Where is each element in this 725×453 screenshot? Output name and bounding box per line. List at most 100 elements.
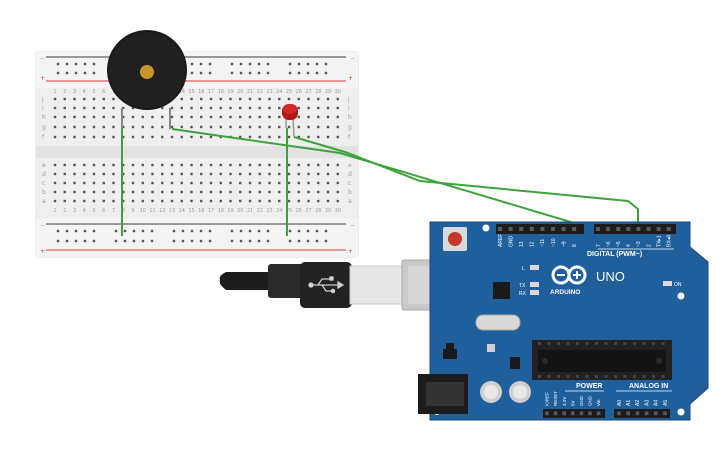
terminal-hole[interactable]: [83, 199, 86, 203]
terminal-hole[interactable]: [53, 125, 57, 129]
terminal-hole[interactable]: [268, 97, 271, 101]
rail-hole[interactable]: [208, 229, 212, 233]
rail-hole[interactable]: [181, 239, 185, 243]
terminal-hole[interactable]: [287, 163, 291, 167]
terminal-hole[interactable]: [92, 125, 96, 129]
terminal-hole[interactable]: [63, 163, 66, 167]
terminal-hole[interactable]: [336, 97, 339, 101]
terminal-hole[interactable]: [180, 97, 183, 101]
terminal-hole[interactable]: [268, 106, 271, 110]
terminal-hole[interactable]: [141, 163, 144, 167]
rail-hole[interactable]: [248, 229, 252, 233]
terminal-hole[interactable]: [83, 97, 86, 101]
terminal-hole[interactable]: [122, 181, 125, 185]
power-pin-socket[interactable]: [579, 411, 584, 416]
terminal-hole[interactable]: [239, 172, 242, 176]
terminal-hole[interactable]: [131, 172, 135, 176]
power-pin-socket[interactable]: [588, 411, 592, 416]
terminal-hole[interactable]: [63, 181, 66, 185]
terminal-hole[interactable]: [258, 163, 261, 167]
terminal-hole[interactable]: [112, 97, 115, 101]
terminal-hole[interactable]: [278, 172, 281, 176]
terminal-hole[interactable]: [112, 125, 115, 129]
terminal-hole[interactable]: [180, 181, 183, 185]
rail-hole[interactable]: [208, 239, 212, 243]
terminal-hole[interactable]: [219, 190, 222, 194]
rail-hole[interactable]: [83, 71, 87, 75]
terminal-hole[interactable]: [131, 181, 135, 185]
rail-hole[interactable]: [315, 71, 319, 75]
terminal-hole[interactable]: [170, 181, 174, 185]
terminal-hole[interactable]: [287, 190, 291, 194]
terminal-hole[interactable]: [102, 181, 105, 185]
rail-hole[interactable]: [190, 229, 194, 233]
terminal-hole[interactable]: [63, 190, 66, 194]
terminal-hole[interactable]: [170, 115, 174, 119]
terminal-hole[interactable]: [307, 163, 310, 167]
terminal-hole[interactable]: [180, 115, 183, 119]
terminal-hole[interactable]: [161, 190, 164, 194]
digital-header-right[interactable]: [594, 224, 676, 234]
terminal-hole[interactable]: [229, 163, 232, 167]
terminal-hole[interactable]: [317, 181, 320, 185]
terminal-hole[interactable]: [63, 199, 66, 203]
terminal-hole[interactable]: [151, 181, 154, 185]
terminal-hole[interactable]: [200, 190, 203, 194]
terminal-hole[interactable]: [297, 172, 300, 176]
rail-hole[interactable]: [65, 62, 69, 66]
terminal-hole[interactable]: [278, 125, 281, 129]
terminal-hole[interactable]: [219, 115, 222, 119]
rail-hole[interactable]: [239, 229, 243, 233]
terminal-hole[interactable]: [326, 190, 330, 194]
rail-hole[interactable]: [288, 229, 292, 233]
terminal-hole[interactable]: [209, 97, 213, 101]
terminal-hole[interactable]: [268, 125, 271, 129]
rail-hole[interactable]: [199, 229, 203, 233]
terminal-hole[interactable]: [307, 181, 310, 185]
rail-hole[interactable]: [172, 239, 176, 243]
terminal-hole[interactable]: [317, 125, 320, 129]
rail-hole[interactable]: [257, 229, 261, 233]
rail-hole[interactable]: [315, 239, 319, 243]
terminal-hole[interactable]: [239, 199, 242, 203]
terminal-hole[interactable]: [53, 115, 57, 119]
terminal-hole[interactable]: [336, 115, 339, 119]
terminal-hole[interactable]: [122, 115, 125, 119]
terminal-hole[interactable]: [258, 199, 261, 203]
digital-pin-socket[interactable]: [572, 227, 577, 231]
terminal-hole[interactable]: [297, 106, 300, 110]
terminal-hole[interactable]: [180, 106, 183, 110]
terminal-hole[interactable]: [92, 97, 96, 101]
rail-hole[interactable]: [239, 62, 243, 66]
terminal-hole[interactable]: [131, 199, 135, 203]
terminal-hole[interactable]: [209, 115, 213, 119]
terminal-hole[interactable]: [239, 97, 242, 101]
terminal-hole[interactable]: [102, 106, 105, 110]
rail-hole[interactable]: [208, 71, 212, 75]
terminal-hole[interactable]: [161, 172, 164, 176]
terminal-hole[interactable]: [258, 190, 261, 194]
rail-hole[interactable]: [74, 62, 78, 66]
terminal-hole[interactable]: [248, 106, 252, 110]
terminal-hole[interactable]: [122, 125, 125, 129]
terminal-hole[interactable]: [317, 190, 320, 194]
terminal-hole[interactable]: [239, 181, 242, 185]
terminal-hole[interactable]: [63, 115, 66, 119]
terminal-hole[interactable]: [102, 199, 105, 203]
terminal-hole[interactable]: [219, 181, 222, 185]
terminal-hole[interactable]: [151, 199, 154, 203]
terminal-hole[interactable]: [102, 97, 105, 101]
terminal-hole[interactable]: [63, 125, 66, 129]
terminal-hole[interactable]: [219, 163, 222, 167]
terminal-hole[interactable]: [170, 163, 174, 167]
terminal-hole[interactable]: [131, 106, 135, 110]
rail-hole[interactable]: [248, 62, 252, 66]
terminal-hole[interactable]: [336, 106, 339, 110]
rail-hole[interactable]: [65, 229, 69, 233]
terminal-hole[interactable]: [219, 106, 222, 110]
terminal-hole[interactable]: [317, 199, 320, 203]
terminal-hole[interactable]: [122, 199, 125, 203]
terminal-hole[interactable]: [131, 163, 135, 167]
wires[interactable]: [121, 128, 639, 236]
terminal-hole[interactable]: [190, 135, 193, 139]
